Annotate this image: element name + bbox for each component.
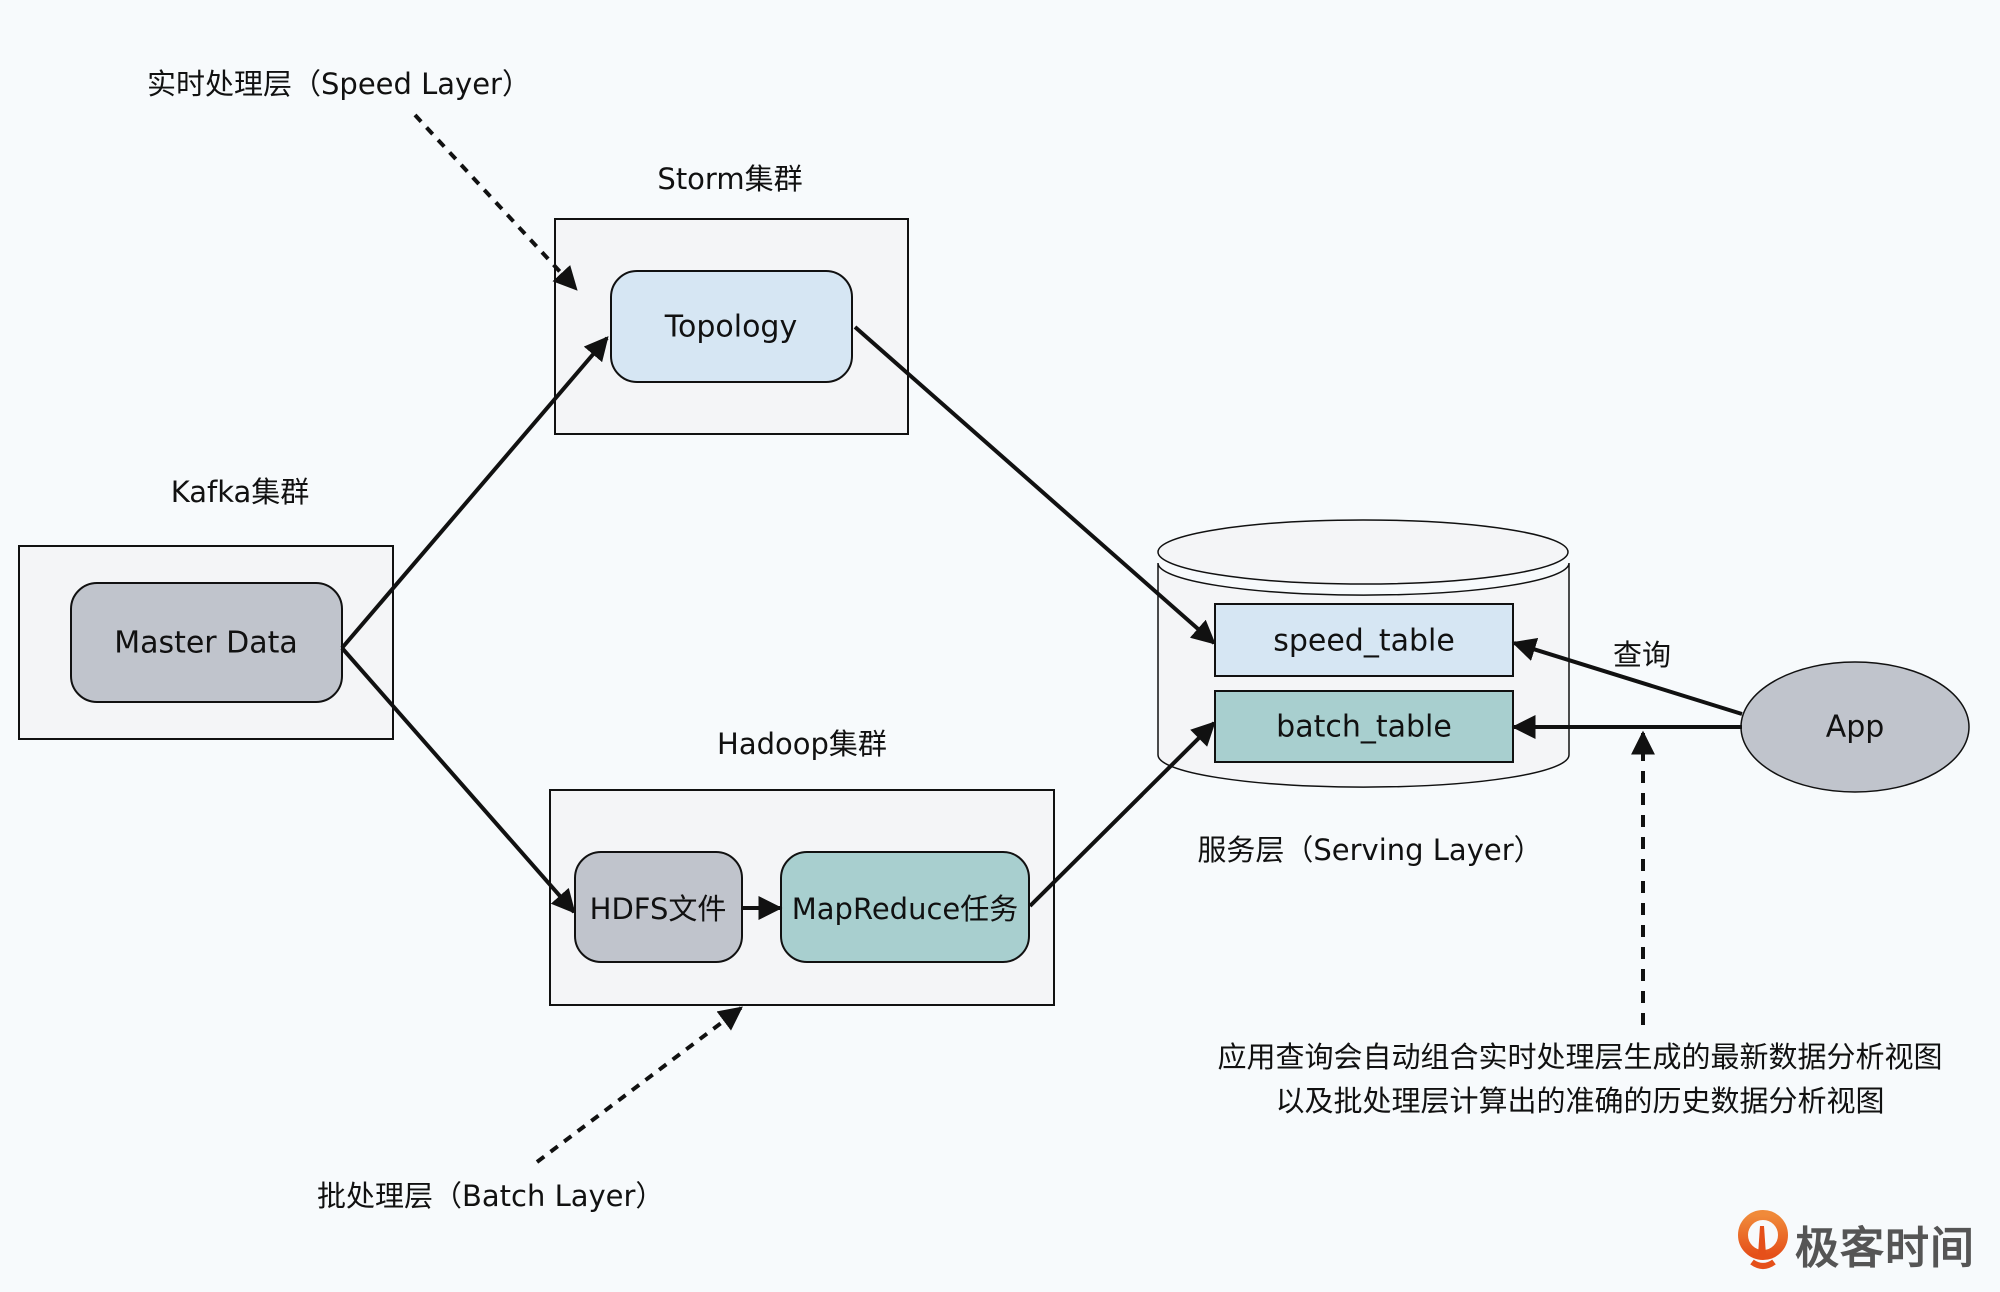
master-data-label: Master Data <box>114 625 298 661</box>
topology-label: Topology <box>664 309 798 345</box>
edge-master-to-hdfs <box>340 646 576 914</box>
batch-layer-label: 批处理层（Batch Layer） <box>317 1179 665 1213</box>
app-label: App <box>1825 709 1885 745</box>
serving-layer-label: 服务层（Serving Layer） <box>1197 833 1543 867</box>
note-line-2: 以及批处理层计算出的准确的历史数据分析视图 <box>1275 1084 1885 1118</box>
geektime-logo-text: 极客时间 <box>1795 1223 1975 1274</box>
kafka-cluster-label: Kafka集群 <box>170 475 310 509</box>
speed-table-node[interactable] <box>1214 603 1514 677</box>
mapreduce-label: MapReduce任务 <box>791 892 1019 926</box>
edge-topology-to-speed-table <box>853 325 1216 645</box>
query-label: 查询 <box>1612 638 1672 672</box>
speed-layer-label: 实时处理层（Speed Layer） <box>147 67 531 101</box>
dashed-batch-layer-pointer <box>535 1006 743 1164</box>
hdfs-label: HDFS文件 <box>589 892 727 926</box>
master-data-node[interactable] <box>70 582 343 703</box>
speed-table-label: speed_table <box>1273 623 1455 659</box>
edge-master-to-topology <box>340 336 609 650</box>
topology-node[interactable] <box>610 270 853 383</box>
note-text: 应用查询会自动组合实时处理层生成的最新数据分析视图 以及批处理层计算出的准确的历… <box>1217 1035 1942 1123</box>
batch-table-node[interactable] <box>1214 690 1514 763</box>
edge-app-to-speed-table <box>1511 637 1743 716</box>
note-line-1: 应用查询会自动组合实时处理层生成的最新数据分析视图 <box>1217 1040 1943 1074</box>
batch-table-label: batch_table <box>1276 709 1452 745</box>
dashed-speed-layer-pointer <box>413 113 578 291</box>
geektime-logo-icon <box>1738 1210 1788 1269</box>
edge-mapreduce-to-batch-table <box>1028 721 1216 908</box>
storm-cluster-label: Storm集群 <box>657 162 803 196</box>
hadoop-cluster-label: Hadoop集群 <box>717 727 887 761</box>
